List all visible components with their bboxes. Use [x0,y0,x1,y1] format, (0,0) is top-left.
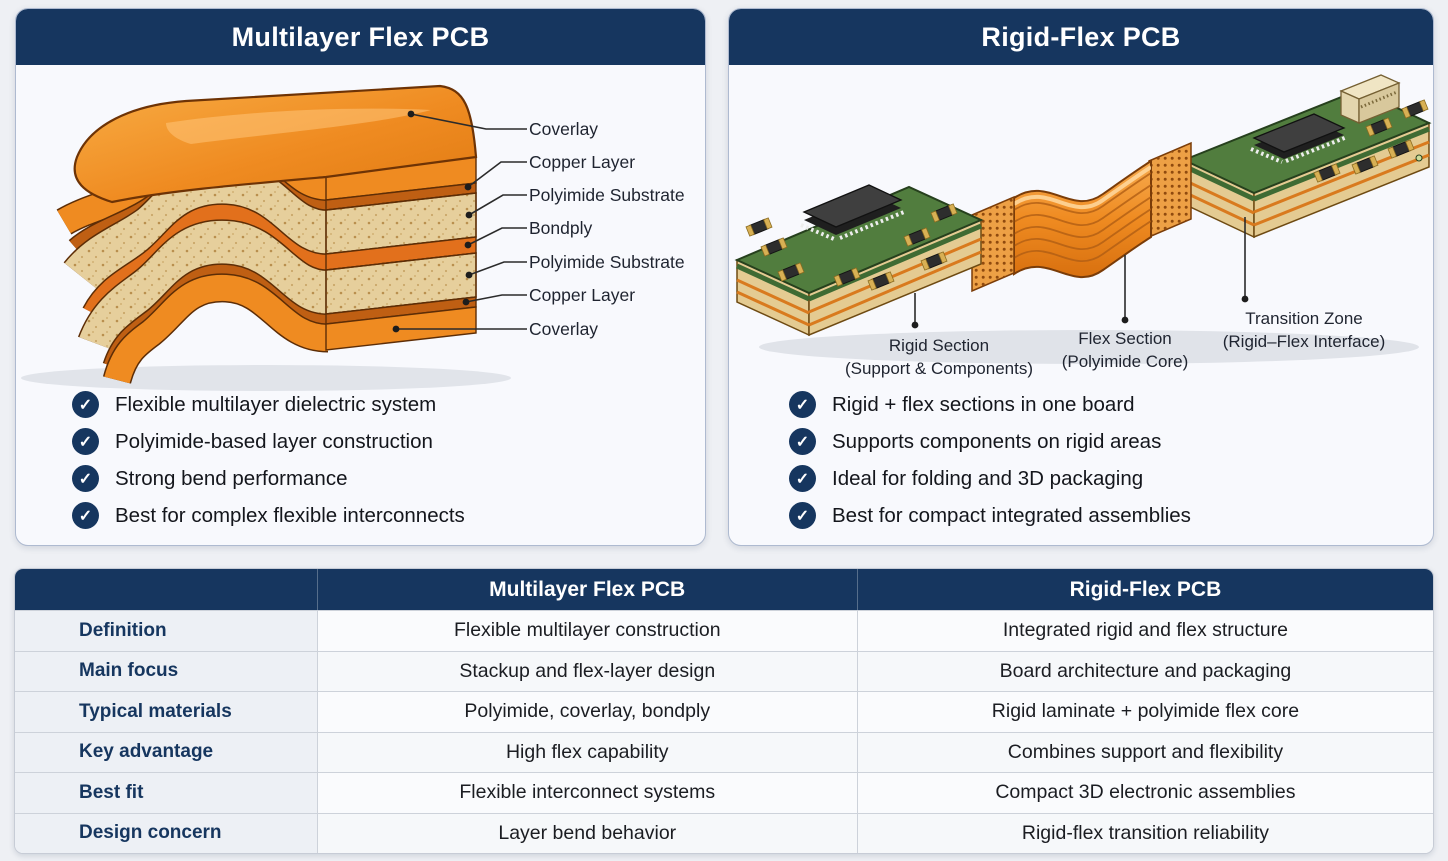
table-header-rigid-flex: Rigid-Flex PCB [856,569,1433,610]
check-icon: ✓ [72,465,99,492]
check-icon: ✓ [789,465,816,492]
layer-label-copper-top: Copper Layer [529,152,636,172]
check-icon: ✓ [789,391,816,418]
board-shadow [759,330,1419,364]
rigid-flex-body: Rigid Section (Support & Components) Fle… [729,65,1433,545]
check-icon: ✓ [72,428,99,455]
layer-leader-dots [392,110,473,333]
check-icon: ✓ [72,502,99,529]
table-row-definition: Definition Flexible multilayer construct… [15,610,1433,651]
table-row-best-fit: Best fit Flexible interconnect systems C… [15,772,1433,813]
layer-label-polyimide-top: Polyimide Substrate [529,185,685,205]
multilayer-flex-panel: Multilayer Flex PCB [15,8,706,546]
rigid-flex-header: Rigid-Flex PCB [729,9,1433,65]
table-header-row: Multilayer Flex PCB Rigid-Flex PCB [15,569,1433,610]
layer-label-coverlay-top: Coverlay [529,119,599,139]
feature-item: ✓ Rigid + flex sections in one board [789,386,1191,423]
multilayer-flex-title: Multilayer Flex PCB [231,21,490,52]
layer-label-coverlay-bot: Coverlay [529,319,599,339]
rigid-flex-features: ✓ Rigid + flex sections in one board ✓ S… [789,386,1191,534]
section-leader-dots [911,295,1249,329]
check-icon: ✓ [789,502,816,529]
rigid-section-label: Rigid Section (Support & Components) [844,336,1034,378]
section-leader-lines [914,217,1246,325]
table-row-typical-materials: Typical materials Polyimide, coverlay, b… [15,691,1433,732]
flex-section-label: Flex Section (Polyimide Core) [1061,329,1189,371]
rigid-flex-panel: Rigid-Flex PCB [728,8,1434,546]
rigid-flex-title: Rigid-Flex PCB [981,21,1181,52]
table-row-main-focus: Main focus Stackup and flex-layer design… [15,650,1433,691]
feature-item: ✓ Supports components on rigid areas [789,423,1191,460]
flex-stack-illustration [21,84,527,391]
transition-strip-right [1148,141,1192,239]
feature-item: ✓ Polyimide-based layer construction [72,423,465,460]
layer-label-bondply: Bondply [529,218,593,238]
stack-shadow [21,365,511,391]
transition-zone-label: Transition Zone (Rigid–Flex Interface) [1222,309,1386,351]
table-header-empty [15,569,317,610]
check-icon: ✓ [72,391,99,418]
feature-item: ✓ Strong bend performance [72,460,465,497]
transition-strip-left [971,195,1015,293]
stack-sheen [166,108,431,144]
check-icon: ✓ [789,428,816,455]
table-row-key-advantage: Key advantage High flex capability Combi… [15,731,1433,772]
table-header-multilayer-flex: Multilayer Flex PCB [316,569,857,610]
feature-item: ✓ Flexible multilayer dielectric system [72,386,465,423]
feature-item: ✓ Best for complex flexible interconnect… [72,497,465,534]
table-row-design-concern: Design concern Layer bend behavior Rigid… [15,812,1433,853]
multilayer-flex-features: ✓ Flexible multilayer dielectric system … [72,386,465,534]
feature-item: ✓ Best for compact integrated assemblies [789,497,1191,534]
comparison-table: Multilayer Flex PCB Rigid-Flex PCB Defin… [14,568,1434,854]
multilayer-flex-body: Coverlay Copper Layer Polyimide Substrat… [16,65,705,545]
layer-label-copper-bot: Copper Layer [529,285,636,305]
stack-front-layers [325,156,477,351]
multilayer-flex-header: Multilayer Flex PCB [16,9,705,65]
layer-label-polyimide-bot: Polyimide Substrate [529,252,685,272]
flex-ribbon [1013,159,1152,279]
rigid-flex-illustration [734,74,1432,364]
feature-item: ✓ Ideal for folding and 3D packaging [789,460,1191,497]
right-rigid-board [1181,74,1432,239]
layer-leader-lines [396,113,527,330]
left-rigid-board [734,184,984,337]
